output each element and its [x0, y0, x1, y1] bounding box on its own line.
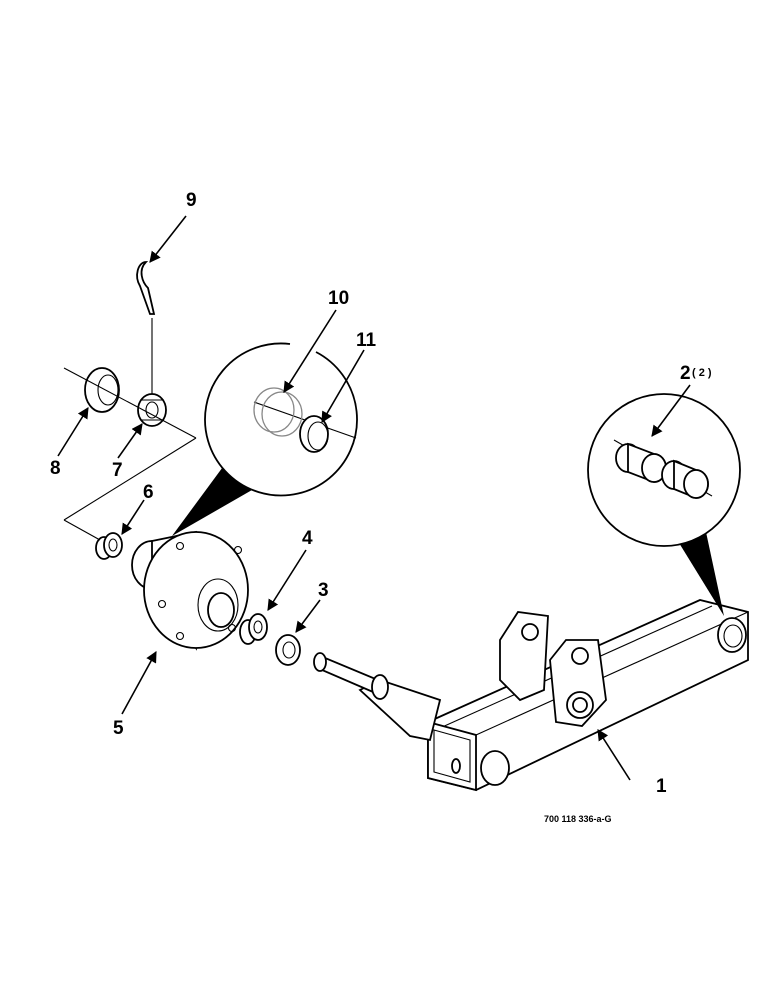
callout-4: 4 [302, 528, 313, 549]
callout-6: 6 [143, 482, 154, 503]
hub [131, 530, 249, 651]
callout-2: 2 [680, 363, 691, 384]
detail-circle-bushings [587, 393, 741, 616]
callout-5: 5 [113, 718, 124, 739]
inner-bearing-cone [239, 613, 268, 645]
callout-3: 3 [318, 580, 329, 601]
drawing-number: 700 118 336-a-G [544, 814, 612, 824]
assembly-centerlines [63, 367, 197, 541]
callout-1: 1 [656, 776, 667, 797]
callout-7: 7 [112, 460, 123, 481]
leader-lines [57, 215, 691, 781]
dust-cap [84, 367, 120, 413]
callout-8: 8 [50, 458, 61, 479]
grease-seal [275, 634, 301, 666]
callout-labels: 1 2 ( 2 ) 3 4 5 6 7 8 9 10 11 700 118 33… [50, 190, 712, 824]
detail-circle-bearing-cups [172, 342, 358, 536]
cotter-pin [136, 261, 156, 394]
callout-9: 9 [186, 190, 197, 211]
callout-10: 10 [328, 288, 349, 309]
outer-bearing-cone [95, 532, 123, 560]
callout-2-quantity: ( 2 ) [692, 367, 712, 379]
beam-brackets [499, 611, 607, 727]
callout-11: 11 [356, 330, 377, 351]
